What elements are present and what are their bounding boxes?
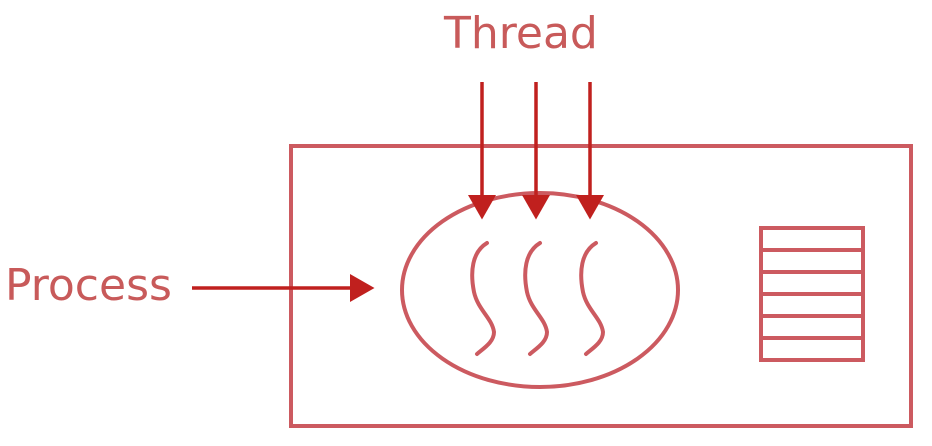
thread-squiggle-3	[579, 241, 606, 356]
thread-label: Thread	[444, 8, 598, 59]
stack-block	[759, 226, 865, 362]
process-label: Process	[5, 260, 172, 311]
thread-ellipse	[400, 191, 680, 389]
thread-squiggle-2	[523, 241, 550, 356]
process-box	[289, 144, 913, 428]
thread-squiggle-1	[470, 241, 497, 356]
